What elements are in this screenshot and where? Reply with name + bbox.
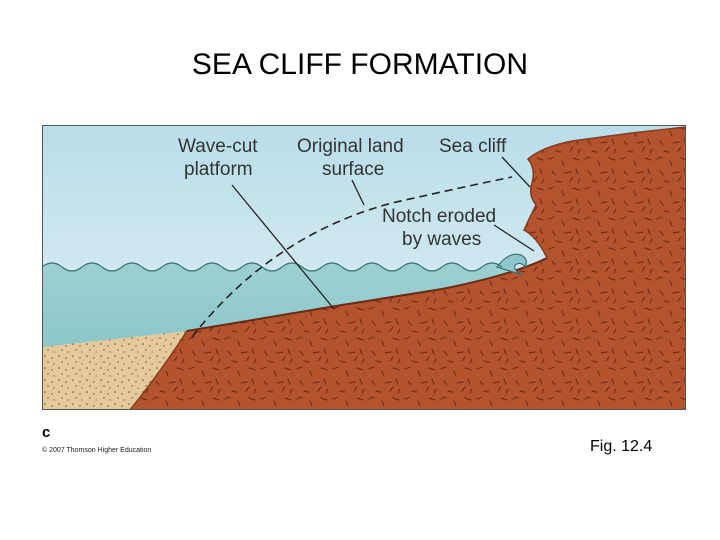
original-land-surface (191, 176, 513, 338)
leader-wave-cut (231, 184, 335, 310)
sand-deposit (42, 331, 187, 410)
sea-cliff-diagram: Wave-cut platform Original land surface … (42, 125, 686, 410)
figure-label: Fig. 12.4 (590, 438, 653, 455)
label-wave-cut-line2: platform (184, 159, 253, 180)
leader-sea-cliff (501, 156, 531, 188)
diagram-frame (42, 125, 686, 410)
wave-cut-platform-surface (186, 257, 548, 332)
copyright-text: © 2007 Thomson Higher Education (42, 447, 152, 454)
label-notch-line2: by waves (402, 229, 481, 250)
label-wave-cut-line1: Wave-cut (178, 136, 258, 157)
label-original-line1: Original land (297, 136, 404, 157)
label-original-line2: surface (322, 159, 384, 180)
wave-crest-line (42, 262, 503, 272)
label-notch-line1: Notch eroded (382, 206, 496, 227)
leader-original-surface (351, 179, 365, 206)
leader-notch (493, 224, 535, 252)
breaking-wave (496, 253, 527, 276)
label-sea-cliff: Sea cliff (439, 136, 507, 157)
slide-title: SEA CLIFF FORMATION (191, 48, 529, 81)
panel-letter: c (42, 424, 51, 441)
